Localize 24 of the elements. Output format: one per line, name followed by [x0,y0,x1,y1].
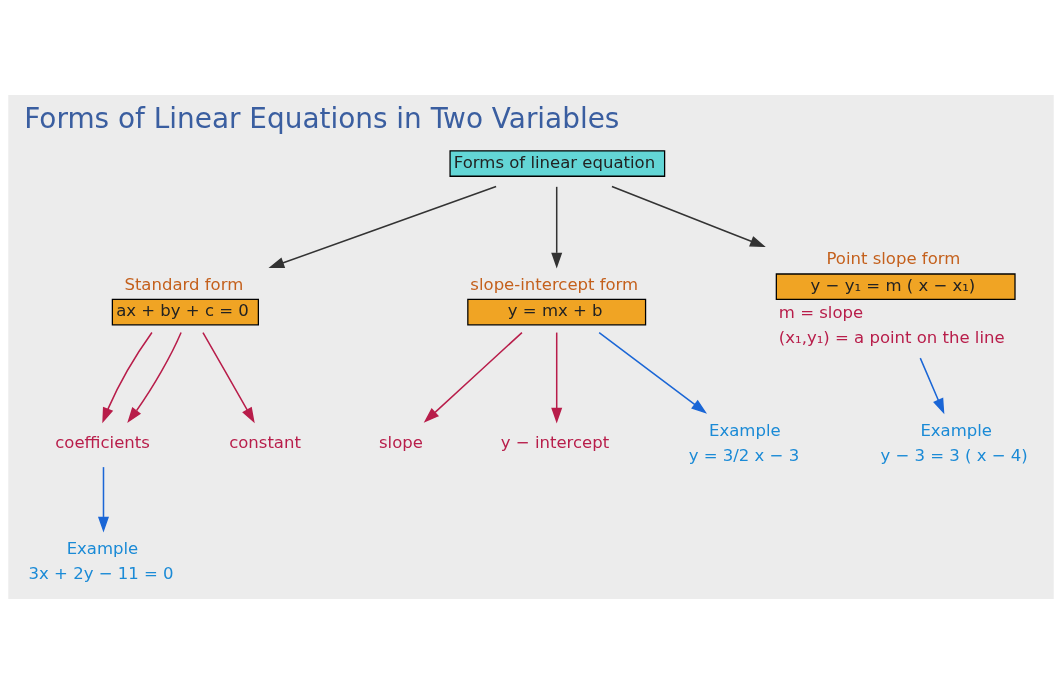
node-text: y − intercept [500,432,610,452]
node-text: Example y − 3 = 3 ( x − 4) [880,420,1028,465]
node-text: slope [378,432,423,452]
arrow [268,185,497,268]
node-text: Example y = 3/2 x − 3 [688,420,800,465]
arrow [202,331,255,423]
arrow [423,331,523,423]
node-text: Example 3x + 2y − 11 = 0 [28,538,174,583]
node-label: slope-intercept form [470,274,639,294]
diagram-title: Forms of Linear Equations in Two Variables [24,101,620,134]
node-label: Point slope form [826,248,961,268]
node-text: coefficients [55,432,150,452]
node-text: constant [229,432,301,452]
arrow [102,331,153,423]
node-label: m = slope [778,302,864,322]
arrow [611,185,766,247]
arrow [97,465,109,532]
arrow [551,185,563,268]
arrow [127,331,182,423]
node-label: (x₁,y₁) = a point on the line [778,327,1005,347]
arrow [551,331,563,423]
node-label: Standard form [124,274,244,294]
arrow [919,356,945,414]
arrow [598,331,707,414]
